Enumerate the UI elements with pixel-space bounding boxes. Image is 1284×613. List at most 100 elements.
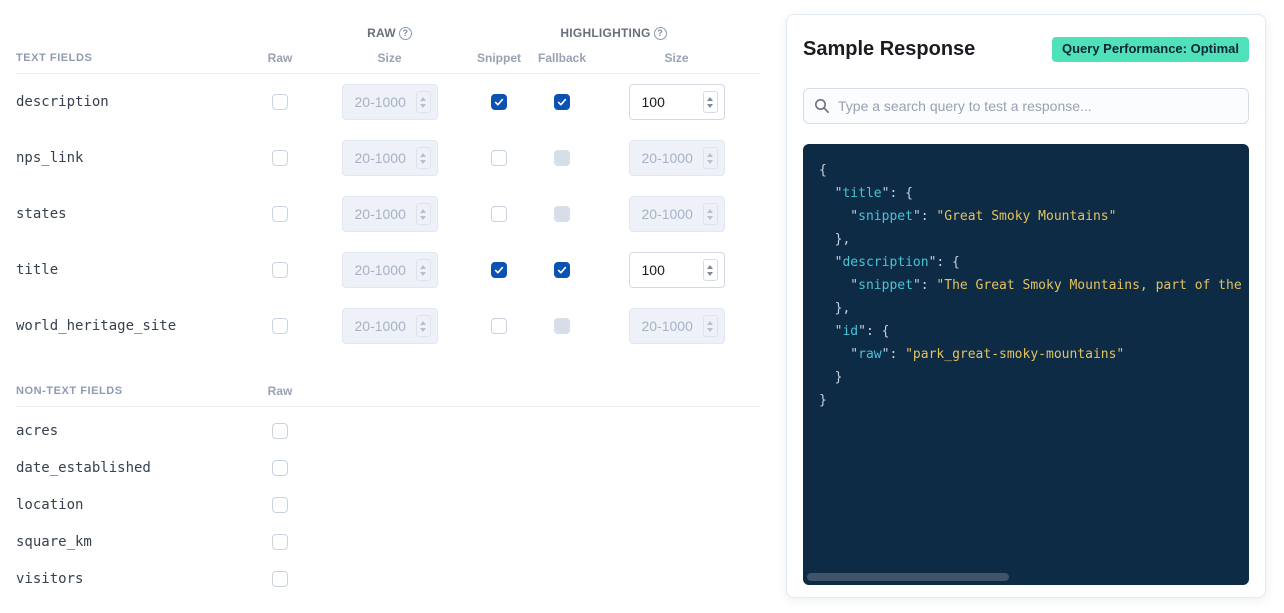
code-line: "snippet": "The Great Smoky Mountains, p… xyxy=(819,277,1242,293)
non-text-field-row: acres xyxy=(16,412,760,449)
stepper-down-icon xyxy=(420,271,426,276)
non-text-fields-section-label: NON-TEXT FIELDS xyxy=(16,384,123,397)
stepper-up-icon xyxy=(420,152,426,157)
code-line: } xyxy=(819,392,827,408)
stepper-up-icon xyxy=(420,320,426,325)
stepper-down-icon[interactable] xyxy=(707,271,713,276)
field-name: date_established xyxy=(16,459,151,476)
stepper-up-icon xyxy=(707,320,713,325)
code-line: "id": { xyxy=(819,323,890,339)
highlight-size-input[interactable] xyxy=(628,84,725,120)
stepper-down-icon xyxy=(707,159,713,164)
non-text-field-row: location xyxy=(16,486,760,523)
horizontal-scrollbar-thumb[interactable] xyxy=(807,572,1009,581)
stepper-up-icon xyxy=(707,152,713,157)
code-line: "title": { xyxy=(819,185,913,201)
highlight-size-input[interactable] xyxy=(628,252,725,288)
text-fields-rows: description nps_linkstates title world_heri… xyxy=(16,74,760,354)
col-raw-size-label: Size xyxy=(377,50,402,65)
raw-checkbox[interactable] xyxy=(272,206,288,222)
stepper-down-icon[interactable] xyxy=(707,103,713,108)
code-line: "raw": "park_great-smoky-mountains" xyxy=(819,346,1125,362)
raw-checkbox[interactable] xyxy=(272,262,288,278)
raw-checkbox[interactable] xyxy=(272,150,288,166)
fallback-checkbox xyxy=(554,206,570,222)
snippet-checkbox[interactable] xyxy=(491,94,507,110)
check-icon xyxy=(557,98,567,106)
field-name: visitors xyxy=(16,570,84,587)
raw-size-input-field xyxy=(342,318,416,334)
col-snippet-label: Snippet xyxy=(477,50,521,65)
group-header-row: RAW ? HIGHLIGHTING ? xyxy=(16,22,760,44)
check-icon xyxy=(494,266,504,274)
field-name: states xyxy=(16,206,67,222)
raw-size-input-stepper xyxy=(415,315,431,337)
highlight-size-input xyxy=(628,196,725,232)
raw-size-input-stepper xyxy=(415,259,431,281)
raw-size-input xyxy=(341,308,438,344)
text-field-row: world_heritage_site xyxy=(16,298,760,354)
raw-checkbox[interactable] xyxy=(272,570,288,587)
group-highlighting-label: HIGHLIGHTING xyxy=(560,26,651,40)
raw-size-input-stepper xyxy=(415,203,431,225)
raw-size-input-field xyxy=(342,150,416,166)
col-raw-label: Raw xyxy=(267,50,293,65)
raw-size-input-stepper xyxy=(415,91,431,113)
sample-response-panel: Sample Response Query Performance: Optim… xyxy=(786,14,1266,598)
highlighting-help-icon[interactable]: ? xyxy=(653,26,667,40)
sample-search-box[interactable] xyxy=(803,87,1249,124)
field-name: description xyxy=(16,94,109,110)
group-header-highlighting: HIGHLIGHTING ? xyxy=(467,26,760,40)
highlight-size-input-stepper xyxy=(702,147,718,169)
raw-checkbox[interactable] xyxy=(272,422,288,439)
field-name: nps_link xyxy=(16,150,84,166)
json-response: { "title": { "snippet": "Great Smoky Mou… xyxy=(819,159,1249,412)
result-settings-table: RAW ? HIGHLIGHTING ? TEXT FIELDS Raw Siz… xyxy=(16,22,760,597)
code-line: "snippet": "Great Smoky Mountains" xyxy=(819,208,1117,224)
stepper-down-icon xyxy=(707,327,713,332)
stepper-down-icon xyxy=(420,327,426,332)
text-fields-section-label: TEXT FIELDS xyxy=(16,51,93,64)
highlight-size-input xyxy=(628,140,725,176)
code-line: }, xyxy=(819,300,851,316)
raw-help-icon[interactable]: ? xyxy=(398,26,412,40)
highlight-size-input-stepper[interactable] xyxy=(702,91,718,113)
text-field-row: nps_link xyxy=(16,130,760,186)
fallback-checkbox[interactable] xyxy=(554,94,570,110)
field-name: acres xyxy=(16,422,59,439)
raw-size-input-field xyxy=(342,262,416,278)
text-field-row: title xyxy=(16,242,760,298)
fallback-checkbox[interactable] xyxy=(554,262,570,278)
stepper-up-icon[interactable] xyxy=(707,96,713,101)
code-line: "description": { xyxy=(819,254,960,270)
highlight-size-input-field xyxy=(629,318,703,334)
raw-size-input xyxy=(341,196,438,232)
highlight-size-input-field[interactable] xyxy=(629,262,703,278)
text-field-row: states xyxy=(16,186,760,242)
raw-checkbox[interactable] xyxy=(272,94,288,110)
snippet-checkbox[interactable] xyxy=(491,262,507,278)
stepper-down-icon xyxy=(420,215,426,220)
raw-checkbox[interactable] xyxy=(272,496,288,513)
stepper-down-icon xyxy=(420,103,426,108)
highlight-size-input-stepper[interactable] xyxy=(702,259,718,281)
raw-checkbox[interactable] xyxy=(272,318,288,334)
snippet-checkbox[interactable] xyxy=(491,206,507,222)
field-name: world_heritage_site xyxy=(16,318,177,334)
highlight-size-input-field xyxy=(629,206,703,222)
stepper-up-icon[interactable] xyxy=(707,264,713,269)
field-name: title xyxy=(16,262,59,278)
fallback-checkbox xyxy=(554,150,570,166)
snippet-checkbox[interactable] xyxy=(491,318,507,334)
non-text-field-row: date_established xyxy=(16,449,760,486)
sample-query-input[interactable] xyxy=(838,97,1238,114)
text-field-row: description xyxy=(16,74,760,130)
snippet-checkbox[interactable] xyxy=(491,150,507,166)
raw-checkbox[interactable] xyxy=(272,459,288,476)
stepper-down-icon xyxy=(420,159,426,164)
column-header-row: TEXT FIELDS Raw Size Snippet Fallback Si… xyxy=(16,50,760,74)
highlight-size-input-field[interactable] xyxy=(629,94,703,110)
stepper-up-icon xyxy=(707,208,713,213)
col-fallback-label: Fallback xyxy=(537,50,587,65)
raw-checkbox[interactable] xyxy=(272,533,288,550)
